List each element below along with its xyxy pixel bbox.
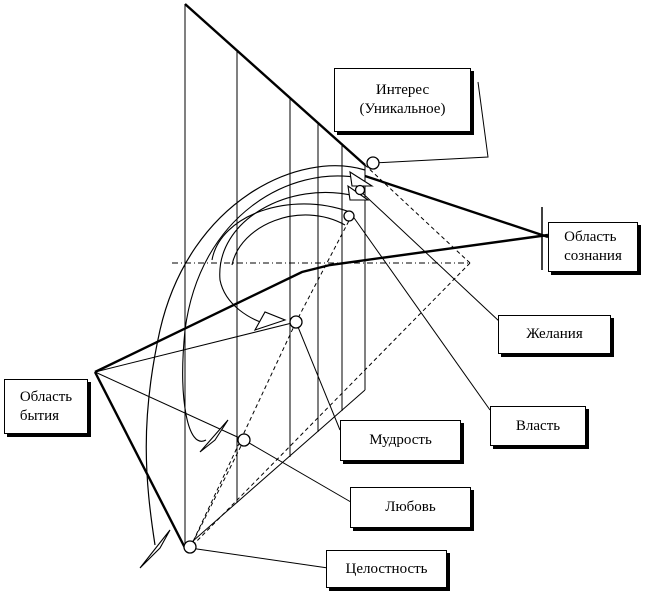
node-desires <box>354 184 366 196</box>
label-love: Любовь <box>350 487 471 528</box>
curved-arrows <box>145 165 366 546</box>
label-integrity: Целостность <box>326 550 447 588</box>
label-power-text: Власть <box>515 417 561 434</box>
label-power: Власть <box>490 406 586 446</box>
nodes <box>183 156 380 554</box>
label-being-line1: Область <box>19 388 73 405</box>
node-love <box>237 433 251 447</box>
label-interest-line1: Интерес <box>375 82 430 98</box>
label-desires: Желания <box>498 315 611 354</box>
label-desires-text: Желания <box>526 326 583 342</box>
label-being-line2: бытия <box>19 407 60 424</box>
being-to-base-line <box>93 371 187 549</box>
node-integrity <box>183 540 197 554</box>
label-wisdom: Мудрость <box>340 420 461 461</box>
being-to-consciousness-line <box>94 233 549 374</box>
label-integrity-text: Целостность <box>345 560 428 577</box>
inner-verticals <box>236 50 343 503</box>
node-wisdom <box>289 315 303 329</box>
triangle-hypotenuse <box>184 389 366 549</box>
node-power <box>343 210 355 222</box>
label-interest-line2: (Уникальное) <box>359 101 446 117</box>
being-thin-lines <box>94 321 297 441</box>
leader-lines <box>189 81 501 569</box>
label-interest: Интерес (Уникальное) <box>334 68 471 132</box>
label-consciousness: Область сознания <box>548 222 638 272</box>
triangle-top-edge <box>184 3 366 166</box>
label-being: Область бытия <box>4 379 88 434</box>
apex-to-consciousness-line <box>364 174 549 239</box>
arrowheads <box>139 170 374 569</box>
label-consciousness-line1: Область <box>564 229 617 245</box>
label-consciousness-line2: сознания <box>564 248 622 264</box>
node-interest <box>366 156 380 170</box>
label-love-text: Любовь <box>385 499 436 515</box>
label-wisdom-text: Мудрость <box>369 432 432 448</box>
